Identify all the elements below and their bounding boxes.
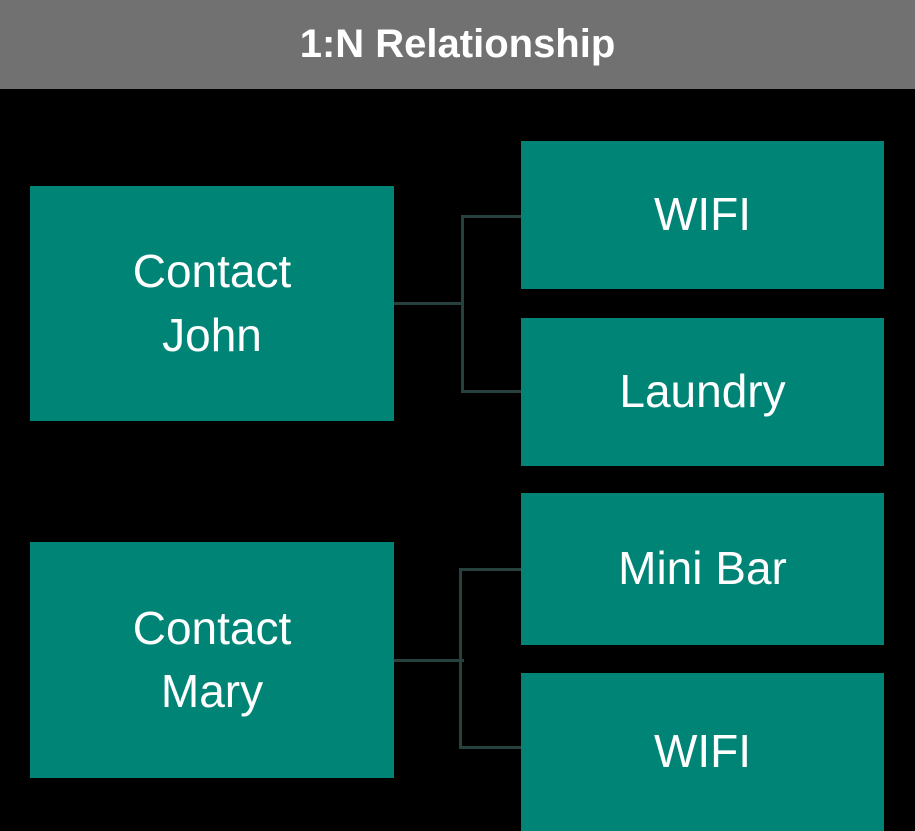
- node-wifi-1: WIFI: [521, 141, 884, 289]
- connector-mary-vertical: [459, 568, 462, 749]
- connector-mary-stub: [394, 659, 464, 662]
- node-laundry: Laundry: [521, 318, 884, 466]
- diagram-title-bar: 1:N Relationship: [0, 0, 915, 89]
- node-contact-john: Contact John: [30, 186, 394, 421]
- connector-john-to-wifi: [461, 215, 521, 218]
- connector-john-vertical: [461, 215, 464, 393]
- connector-john-to-laundry: [461, 390, 521, 393]
- node-contact-mary: Contact Mary: [30, 542, 394, 778]
- connector-john-stub: [394, 302, 464, 305]
- connector-mary-to-wifi: [459, 746, 521, 749]
- node-mini-bar: Mini Bar: [521, 493, 884, 645]
- diagram-title: 1:N Relationship: [299, 22, 616, 66]
- node-wifi-2: WIFI: [521, 673, 884, 831]
- connector-mary-to-minibar: [459, 568, 521, 571]
